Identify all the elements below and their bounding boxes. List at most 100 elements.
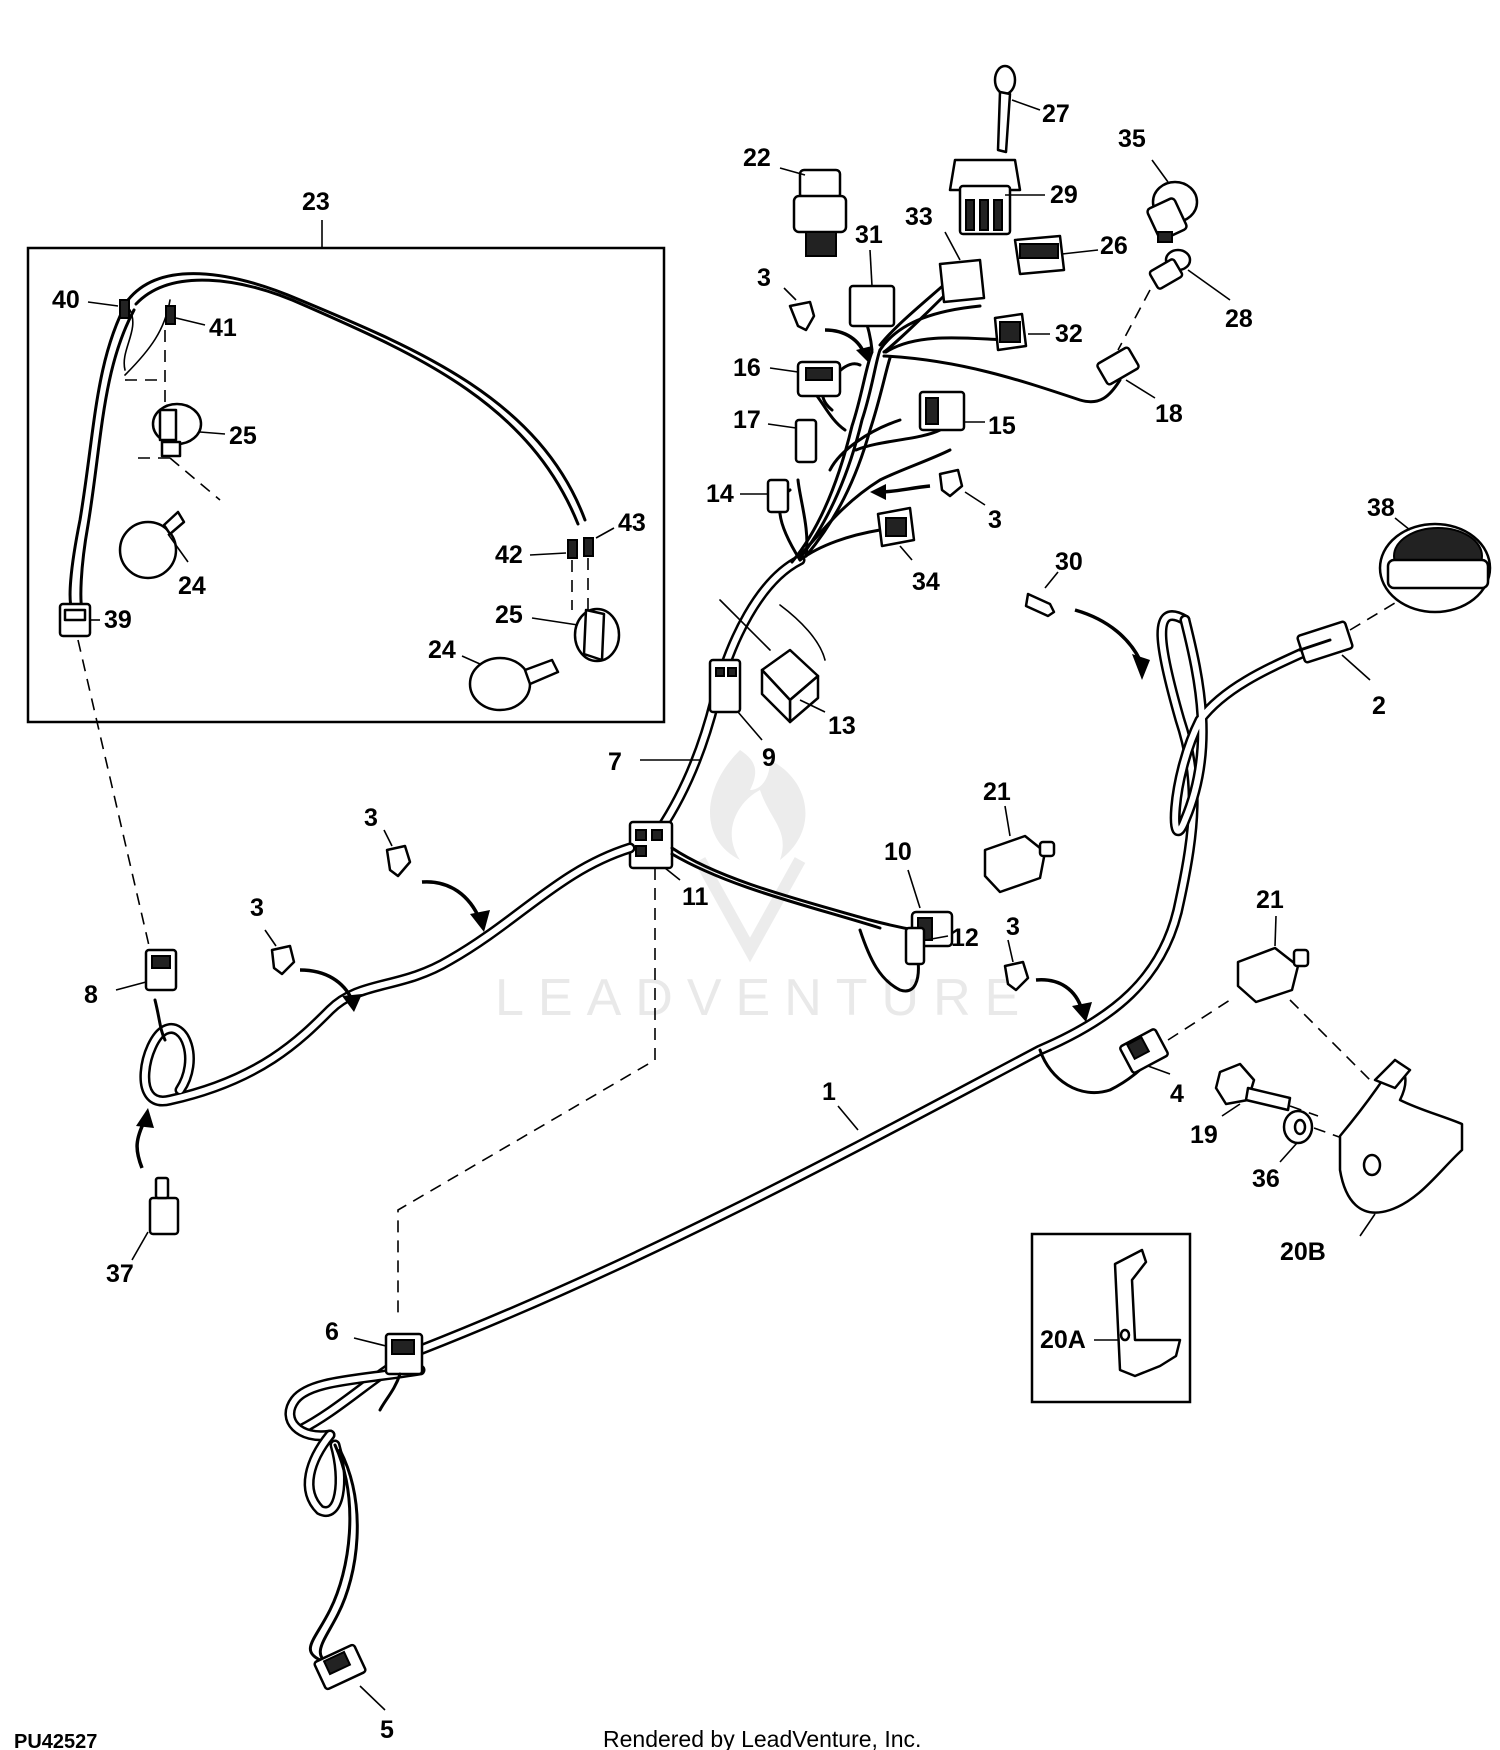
bulb-socket-25-upper — [151, 402, 203, 458]
callout-27: 27 — [1042, 100, 1070, 128]
connector-2 — [1296, 620, 1354, 664]
connector-6 — [378, 1332, 424, 1412]
connector-34 — [876, 506, 916, 548]
callout-43: 43 — [618, 509, 646, 537]
callout-40: 40 — [52, 286, 80, 314]
callout-32: 32 — [1055, 320, 1083, 348]
arrow-3-d — [299, 968, 354, 1001]
component-38 — [1378, 522, 1492, 614]
callout-4: 4 — [1170, 1080, 1184, 1108]
footer-credit: Rendered by LeadVenture, Inc. — [603, 1726, 921, 1750]
callout-34: 34 — [912, 568, 940, 596]
callout-11: 11 — [682, 883, 709, 911]
callout-5: 5 — [380, 1716, 394, 1744]
watermark-text: LEADVENTURE — [495, 969, 1033, 1027]
connector-11 — [628, 820, 674, 870]
key-27 — [993, 64, 1017, 154]
switch-21-lower — [1236, 946, 1310, 1004]
callout-37: 37 — [106, 1260, 134, 1288]
callout-38: 38 — [1367, 494, 1395, 522]
callout-13: 13 — [828, 712, 856, 740]
callout-21-lower: 21 — [1256, 886, 1284, 914]
clip-3-a — [788, 300, 816, 332]
callout-8: 8 — [84, 981, 98, 1009]
callout-22: 22 — [743, 144, 771, 172]
callout-1: 1 — [822, 1078, 836, 1106]
callout-19: 19 — [1190, 1121, 1218, 1149]
callout-3-a: 3 — [757, 264, 771, 292]
switch-28 — [1148, 248, 1192, 290]
callout-41: 41 — [209, 314, 237, 342]
callout-24-upper: 24 — [178, 572, 206, 600]
callout-25-upper: 25 — [229, 422, 257, 450]
callout-15: 15 — [988, 412, 1016, 440]
connector-9 — [708, 658, 742, 714]
callout-17: 17 — [733, 406, 761, 434]
connector-12 — [904, 926, 926, 966]
component-30 — [1024, 592, 1056, 618]
rocker-switch-26 — [1013, 234, 1066, 276]
bracket-20a — [1113, 1248, 1182, 1378]
callout-6: 6 — [325, 1318, 339, 1346]
callout-9: 9 — [762, 744, 776, 772]
callout-23: 23 — [302, 188, 330, 216]
bracket-20a-inset-frame — [1030, 1232, 1192, 1404]
callout-30: 30 — [1055, 548, 1083, 576]
bulb-24-upper — [118, 510, 186, 580]
callout-31: 31 — [855, 221, 883, 249]
connector-4 — [1119, 1028, 1169, 1074]
washer-36 — [1282, 1109, 1314, 1145]
clip-3-d — [270, 944, 296, 976]
arrow-30 — [1074, 608, 1142, 661]
callout-33: 33 — [905, 203, 933, 231]
clip-3-b — [938, 468, 964, 498]
bulb-24-lower — [468, 656, 560, 712]
callout-3-d: 3 — [250, 894, 264, 922]
callout-3-e: 3 — [1006, 913, 1020, 941]
connector-5 — [313, 1643, 367, 1691]
callout-28: 28 — [1225, 305, 1253, 333]
bulb-socket-25-lower — [573, 607, 621, 663]
switch-21-upper — [983, 834, 1056, 894]
callout-12: 12 — [951, 924, 979, 952]
connector-16 — [796, 360, 842, 398]
callout-3-c: 3 — [364, 804, 378, 832]
connector-14 — [766, 478, 790, 514]
switch-22 — [792, 168, 848, 257]
connector-31 — [848, 284, 896, 328]
callout-14: 14 — [706, 480, 734, 508]
component-35 — [1146, 180, 1199, 243]
connector-8 — [144, 948, 178, 992]
callout-36: 36 — [1252, 1165, 1280, 1193]
connector-39 — [58, 602, 92, 638]
light-kit-wiring — [68, 272, 594, 612]
callout-20B: 20B — [1280, 1238, 1326, 1266]
bolt-19 — [1214, 1062, 1292, 1112]
callout-7: 7 — [608, 748, 622, 776]
connector-18 — [1096, 346, 1140, 386]
connector-13 — [760, 648, 820, 724]
callout-29: 29 — [1050, 181, 1078, 209]
callout-3-b: 3 — [988, 506, 1002, 534]
figure-id: PU42527 — [14, 1731, 97, 1750]
arrow-3-b — [879, 484, 931, 494]
callout-26: 26 — [1100, 232, 1128, 260]
callout-10: 10 — [884, 838, 912, 866]
harness-branch-8 — [139, 842, 636, 1107]
callout-18: 18 — [1155, 400, 1183, 428]
light-kit-inset-frame — [26, 246, 666, 724]
clip-3-e — [1003, 960, 1030, 992]
callout-20A: 20A — [1040, 1326, 1086, 1354]
connector-32 — [993, 312, 1028, 352]
main-harness-1 — [284, 610, 1336, 1666]
connector-17 — [794, 418, 818, 464]
arrow-37 — [135, 1119, 147, 1169]
connector-33 — [938, 258, 986, 304]
clip-3-c — [385, 844, 412, 878]
callout-2: 2 — [1372, 692, 1386, 720]
leadventure-watermark: LEADVENTURE — [495, 750, 1033, 1027]
upper-harness-branch — [654, 268, 1122, 836]
callout-39: 39 — [104, 606, 132, 634]
connector-15 — [918, 390, 966, 432]
